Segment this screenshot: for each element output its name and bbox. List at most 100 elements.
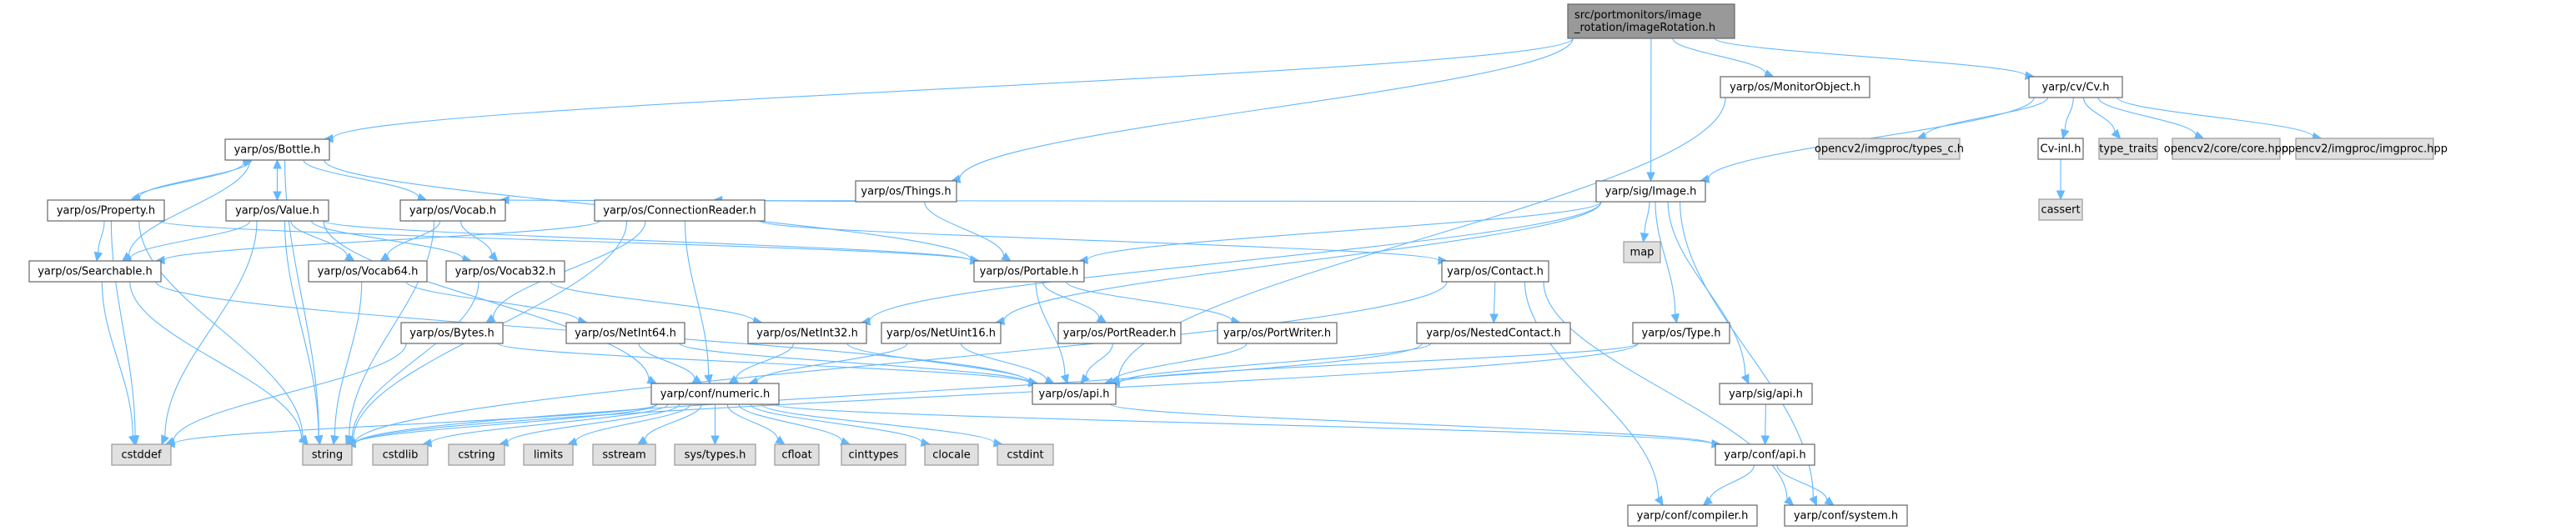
edge-line — [173, 343, 407, 442]
edge-confapi-to-compiler — [1702, 464, 1755, 506]
node-box — [924, 443, 979, 466]
node-vocab32[interactable]: yarp/os/Vocab32.h — [445, 260, 565, 283]
edge-property-to-cstddef — [110, 220, 140, 446]
node-cassert: cassert — [2038, 198, 2083, 221]
edge-line — [284, 220, 319, 437]
node-box — [400, 322, 504, 344]
node-label: yarp/sig/api.h — [1729, 388, 1803, 401]
node-box — [774, 443, 820, 466]
edge-image-to-type — [1655, 201, 1680, 324]
node-box — [997, 443, 1054, 466]
node-label: yarp/os/api.h — [1039, 388, 1110, 401]
node-osapi[interactable]: yarp/os/api.h — [1032, 383, 1117, 405]
node-label: yarp/os/Bytes.h — [409, 328, 495, 340]
node-sigapi[interactable]: yarp/sig/api.h — [1719, 383, 1813, 405]
node-value[interactable]: yarp/os/Value.h — [225, 199, 329, 222]
edge-line — [644, 403, 702, 440]
node-box — [1715, 443, 1815, 466]
node-portreader[interactable]: yarp/os/PortReader.h — [1057, 322, 1182, 344]
node-box — [1416, 322, 1571, 344]
node-netuint16[interactable]: yarp/os/NetUint16.h — [881, 322, 1002, 344]
arrowhead-icon — [728, 374, 739, 384]
node-confapi[interactable]: yarp/conf/api.h — [1715, 443, 1815, 466]
node-searchable[interactable]: yarp/os/Searchable.h — [28, 260, 162, 283]
node-image[interactable]: yarp/sig/Image.h — [1595, 180, 1706, 203]
node-label: cinttypes — [849, 449, 899, 462]
edge-bottle-to-vocab — [303, 159, 428, 202]
arrowhead-icon — [344, 252, 355, 262]
edge-line — [756, 343, 908, 382]
edge-searchable-to-string — [129, 281, 309, 445]
node-contact[interactable]: yarp/os/Contact.h — [1441, 260, 1549, 283]
edge-image-to-sigapi — [1667, 201, 1750, 385]
node-label: yarp/os/NetInt32.h — [756, 328, 858, 340]
node-box — [841, 443, 906, 466]
arrowhead-icon — [2193, 131, 2205, 140]
edge-numeric-to-sstream — [636, 403, 702, 445]
node-type[interactable]: yarp/os/Type.h — [1632, 322, 1730, 344]
node-netint64[interactable]: yarp/os/NetInt64.h — [565, 322, 685, 344]
node-clocale: clocale — [924, 443, 979, 466]
node-netint32[interactable]: yarp/os/NetInt32.h — [747, 322, 867, 344]
node-box — [881, 322, 1002, 344]
edge-line — [323, 220, 972, 261]
edge-numeric-to-cfloat — [726, 403, 786, 445]
edge-line — [284, 159, 319, 437]
edge-line — [761, 403, 995, 443]
edge-line — [2082, 97, 2116, 133]
node-system[interactable]: yarp/conf/system.h — [1784, 504, 1908, 527]
edge-line — [354, 281, 1448, 443]
edge-line — [158, 220, 972, 262]
node-string: string — [302, 443, 353, 466]
node-vocab64[interactable]: yarp/os/Vocab64.h — [308, 260, 428, 283]
node-box — [445, 260, 565, 283]
node-things[interactable]: yarp/os/Things.h — [855, 180, 957, 203]
node-root[interactable]: src/portmonitors/image_rotation/imageRot… — [1567, 3, 1735, 39]
node-type_traits: type_traits — [2098, 138, 2158, 160]
arrowhead-icon — [2056, 190, 2066, 201]
node-box — [1032, 383, 1117, 405]
node-label: yarp/os/Portable.h — [980, 266, 1079, 278]
node-portwriter[interactable]: yarp/os/PortWriter.h — [1217, 322, 1338, 344]
edge-line — [508, 199, 1602, 203]
node-box — [523, 443, 574, 466]
node-cv[interactable]: yarp/cv/Cv.h — [2028, 76, 2123, 98]
edge-line — [303, 159, 419, 198]
node-label: yarp/os/ConnectionReader.h — [603, 205, 756, 218]
node-box — [747, 322, 867, 344]
node-vocab[interactable]: yarp/os/Vocab.h — [399, 199, 506, 222]
edge-line — [128, 159, 251, 256]
node-cstdint: cstdint — [997, 443, 1054, 466]
node-cvinl[interactable]: Cv-inl.h — [2037, 138, 2084, 160]
node-label: yarp/os/Bottle.h — [234, 144, 321, 157]
node-label: yarp/conf/numeric.h — [660, 388, 771, 401]
node-nestedcontact[interactable]: yarp/os/NestedContact.h — [1416, 322, 1571, 344]
node-cfloat: cfloat — [774, 443, 820, 466]
node-box — [448, 443, 505, 466]
edge-line — [1112, 343, 1248, 382]
node-compiler[interactable]: yarp/conf/compiler.h — [1627, 504, 1758, 527]
node-bytes[interactable]: yarp/os/Bytes.h — [400, 322, 504, 344]
edge-line — [1543, 281, 1788, 500]
node-connectionreader[interactable]: yarp/os/ConnectionReader.h — [594, 199, 766, 222]
node-box — [2172, 138, 2281, 160]
arrowhead-icon — [1044, 376, 1056, 384]
node-portable[interactable]: yarp/os/Portable.h — [973, 260, 1085, 283]
node-label: cstddef — [121, 449, 162, 462]
node-box — [372, 443, 429, 466]
node-bottle[interactable]: yarp/os/Bottle.h — [224, 138, 330, 161]
edge-connectionreader-to-contact — [759, 220, 1449, 265]
node-box — [2295, 138, 2434, 160]
arrowhead-icon — [1080, 373, 1090, 384]
edge-line — [960, 343, 1047, 381]
arrowhead-icon — [1670, 313, 1680, 324]
node-cstring: cstring — [448, 443, 505, 466]
node-box — [1623, 241, 1661, 263]
node-numeric[interactable]: yarp/conf/numeric.h — [650, 383, 780, 405]
node-property[interactable]: yarp/os/Property.h — [47, 199, 165, 222]
node-monitorobject[interactable]: yarp/os/MonitorObject.h — [1720, 76, 1870, 98]
arrowhead-icon — [485, 313, 496, 323]
node-label: sys/types.h — [685, 449, 746, 462]
edge-line — [1085, 343, 1113, 378]
